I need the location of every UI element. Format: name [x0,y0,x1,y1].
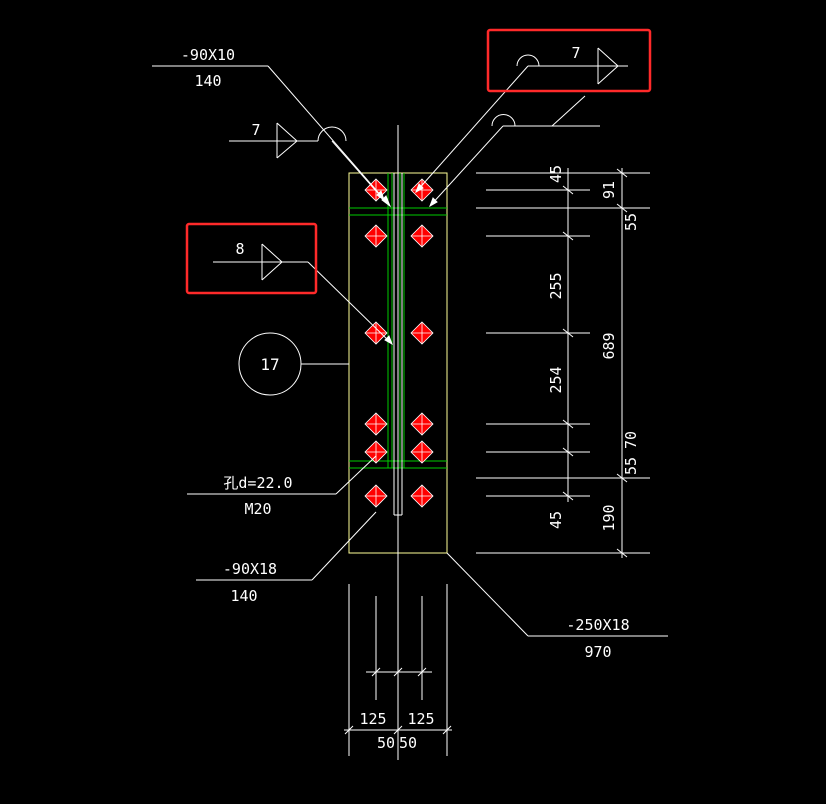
detail-number: 17 [260,355,279,374]
bolt [410,224,434,248]
plate-main-size: -250X18 [566,616,629,634]
dim-50-right: 50 [399,734,417,752]
hole-spec: 孔d=22.0 [223,474,292,492]
weld-symbol-top-left [229,122,385,202]
bolt-spec: M20 [244,500,271,518]
highlight-box-top-right-weld [486,28,652,93]
bottom-dimension-lines [344,584,452,756]
bolt [364,412,388,436]
dim-125-right: 125 [407,710,434,728]
bolt [364,484,388,508]
bolt [364,440,388,464]
weld-top-right-size: 7 [571,44,580,62]
weld-top-left-size: 7 [251,121,260,139]
dim-70: 70 [622,431,640,449]
bolt [410,484,434,508]
bolt [364,321,388,345]
web-lines [393,125,403,760]
bolt-group [364,178,434,508]
leader-hole [187,455,377,495]
stiffener-lines [349,173,447,469]
right-dimension-texts: 45 91 55 255 689 254 70 55 45 190 [547,165,640,532]
bolt [410,412,434,436]
dim-254: 254 [547,366,565,393]
detail-bubble [238,332,349,396]
leader-plate-main [446,552,668,637]
dim-45-bottom: 45 [547,511,565,529]
dim-55-bottom: 55 [622,457,640,475]
bolt [410,178,434,202]
weld-symbol-top-right [415,47,628,208]
plate-bottom-left-size: -90X18 [223,560,277,578]
dim-125-left: 125 [359,710,386,728]
dim-255: 255 [547,272,565,299]
plate-top-left-length: 140 [194,72,221,90]
weld-symbol-left [213,243,393,346]
dim-91: 91 [600,181,618,199]
dim-50-left: 50 [377,734,395,752]
bolt [410,321,434,345]
right-dimension-lines [476,168,650,558]
highlight-box-left-weld [185,222,318,295]
bottom-dimension-texts: 125 125 50 50 [359,710,434,752]
dim-45-top: 45 [547,165,565,183]
bolt [410,440,434,464]
plate-bottom-left-length: 140 [230,587,257,605]
dim-55-top: 55 [622,213,640,231]
dim-190: 190 [600,504,618,531]
plate-main-length: 970 [584,643,611,661]
weld-left-size: 8 [235,240,244,258]
plate-top-left-size: -90X10 [181,46,235,64]
bolt [364,224,388,248]
leader-plate-bottom-left [196,511,377,581]
dim-689: 689 [600,332,618,359]
leader-plate-top-left [152,65,392,208]
